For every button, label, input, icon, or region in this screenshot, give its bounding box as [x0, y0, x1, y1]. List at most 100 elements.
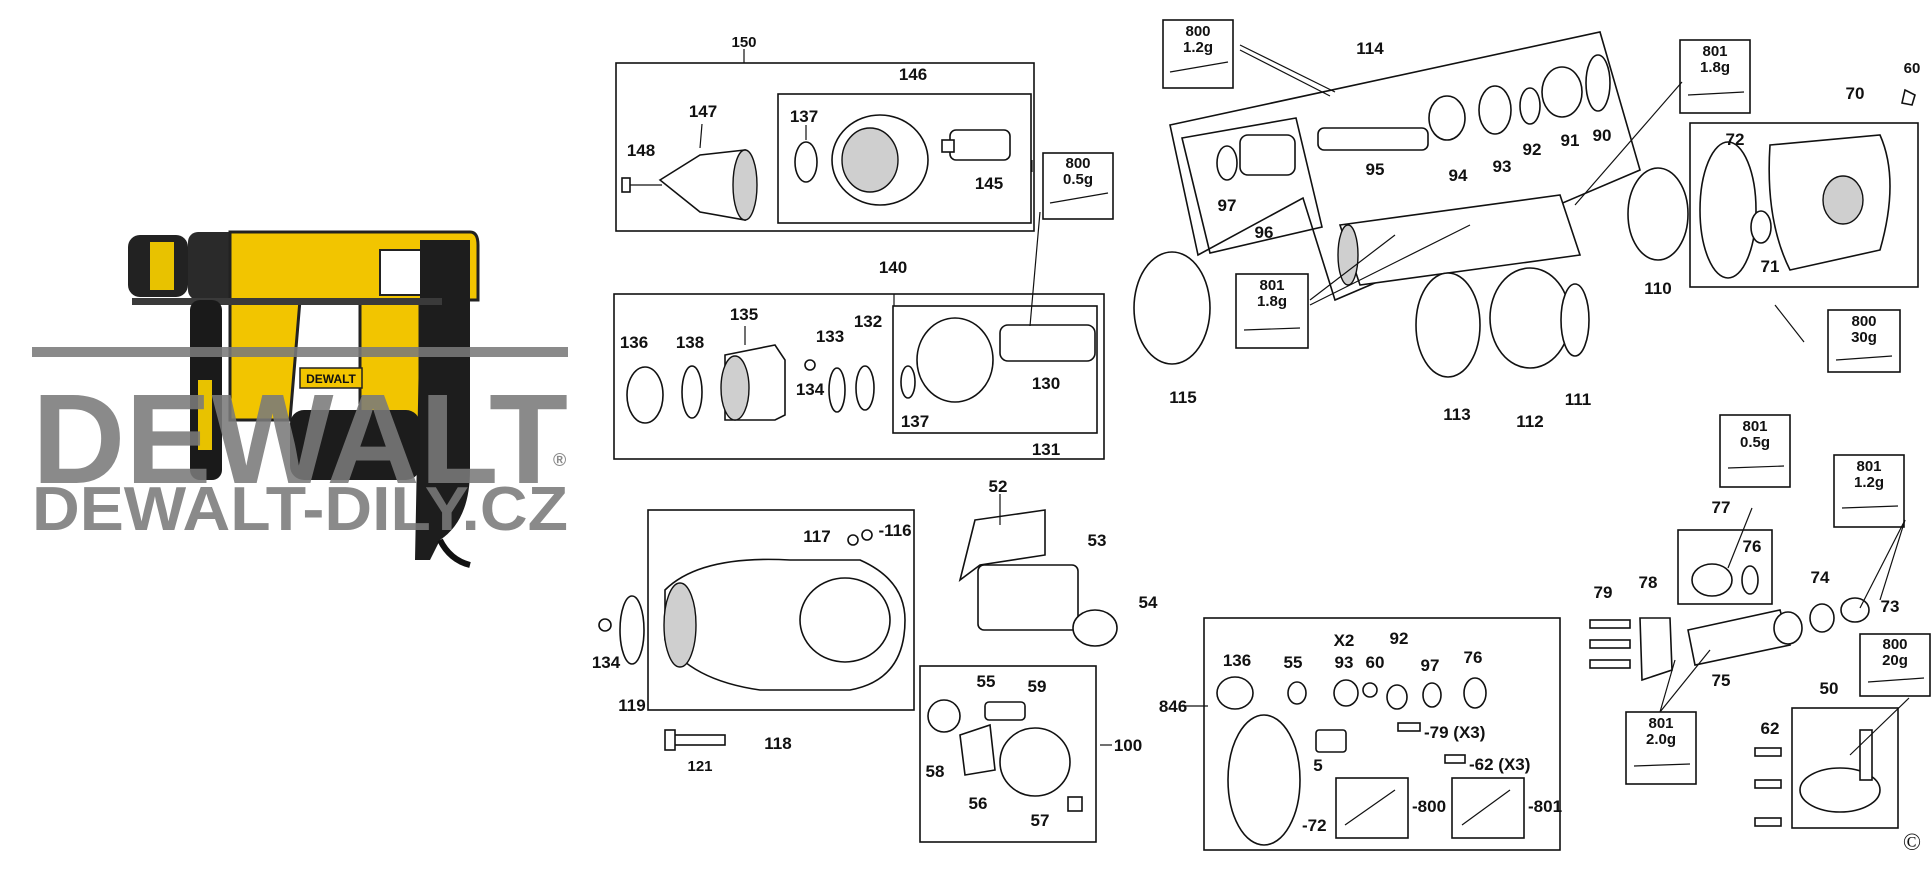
- part-5: [1315, 729, 1347, 753]
- part-label: 57: [1031, 811, 1050, 830]
- part-147-chuck-face: [732, 149, 758, 221]
- grease-tag: 801 1.2g: [1833, 454, 1905, 528]
- part-50-shaft: [1859, 729, 1873, 781]
- part-62-screw: [1444, 754, 1466, 764]
- part-147-chuck: [658, 149, 746, 221]
- watermark-brand: DEWALT: [32, 368, 568, 511]
- part-label: 97: [1421, 656, 1440, 675]
- grease-800-box: [1335, 777, 1409, 839]
- part-label: 79: [1594, 583, 1613, 602]
- part-72-gasket: [1699, 141, 1757, 279]
- grease-tags: 800 1.2g 800 0.5g 801 1.8g 801 1.8g 800 …: [1042, 19, 1931, 785]
- part-79-screw-c: [1589, 659, 1631, 669]
- part-label: 5: [1313, 756, 1322, 775]
- grease-tag: 800 30g: [1827, 309, 1901, 373]
- part-62-screw-b: [1754, 779, 1782, 789]
- part-148-screw: [621, 177, 631, 193]
- assembly-100-frame: [919, 665, 1097, 843]
- svg-text:1.8g: 1.8g: [1700, 59, 1730, 76]
- grease-tag: 800 20g: [1859, 633, 1931, 697]
- part-93: [1478, 85, 1512, 135]
- part-label: 115: [1169, 388, 1196, 407]
- part-136: [626, 366, 664, 424]
- assembly-50-frame: [1791, 707, 1899, 829]
- part-label: 131: [1032, 440, 1060, 459]
- assembly-114-frame: [1169, 31, 1641, 302]
- part-73: [1840, 597, 1870, 623]
- part-52-bracket: [958, 509, 1046, 582]
- part-label: 150: [731, 34, 756, 51]
- part-59-spring: [984, 701, 1026, 721]
- svg-text:1.2g: 1.2g: [1854, 474, 1884, 491]
- part-label: 76: [1743, 537, 1762, 556]
- part-label: 94: [1449, 166, 1468, 185]
- part-label: 58: [926, 762, 945, 781]
- svg-text:0.5g: 0.5g: [1740, 434, 1770, 451]
- assembly-70-frame: [1689, 122, 1919, 288]
- parts-52-54: [958, 509, 1118, 647]
- part-76: [1741, 565, 1759, 595]
- part-label: 93: [1335, 653, 1354, 672]
- part-label: 137: [790, 107, 818, 126]
- part-label: 148: [627, 141, 655, 160]
- part-72-o-ring: [1227, 714, 1301, 846]
- part-label: 77: [1712, 498, 1731, 517]
- part-label: 90: [1593, 126, 1612, 145]
- part-60-b: [1362, 682, 1378, 698]
- part-label: 92: [1390, 629, 1409, 648]
- assembly-131-frame: [892, 305, 1098, 434]
- svg-text:800: 800: [1185, 23, 1210, 40]
- assembly-100: [919, 665, 1097, 843]
- part-96-cylinder: [1239, 134, 1296, 176]
- part-label: 71: [1761, 257, 1780, 276]
- assembly-118-frame: [647, 509, 915, 711]
- part-label: 53: [1088, 531, 1107, 550]
- part-label: 55: [1284, 653, 1303, 672]
- part-54: [1072, 609, 1118, 647]
- part-label: 138: [676, 333, 704, 352]
- part-79-screw: [1397, 722, 1421, 732]
- part-label: 60: [1904, 60, 1921, 77]
- part-94: [1428, 95, 1466, 141]
- part-119-ring: [619, 595, 645, 665]
- part-label: 75: [1712, 671, 1731, 690]
- part-112-gear: [1489, 267, 1571, 369]
- part-label: 147: [689, 102, 717, 121]
- assembly-118: [598, 509, 915, 751]
- part-132-ring: [855, 365, 875, 411]
- part-label: X2: [1334, 631, 1355, 650]
- part-113-spring: [1415, 272, 1481, 378]
- svg-text:1.2g: 1.2g: [1183, 39, 1213, 56]
- part-75-piston-rod: [1687, 609, 1792, 666]
- assembly-846: [1203, 617, 1561, 851]
- assembly-140: [613, 293, 1105, 460]
- part-116-nut: [861, 529, 873, 541]
- part-label: 114: [1356, 39, 1384, 58]
- grease-tag: 800 0.5g: [1042, 152, 1114, 220]
- grease-tag: 801 2.0g: [1625, 711, 1697, 785]
- svg-text:1.8g: 1.8g: [1257, 293, 1287, 310]
- part-56-switch: [999, 727, 1071, 797]
- part-label: 136: [1223, 651, 1251, 670]
- part-number-labels: 150 146 147 148 137 145 140 136 138 135 …: [592, 34, 1921, 835]
- part-label: 97: [1218, 196, 1237, 215]
- part-label: 78: [1639, 573, 1658, 592]
- part-label: 137: [901, 412, 929, 431]
- assembly-150-frame: [615, 62, 1035, 232]
- part-label: 846: [1159, 697, 1187, 716]
- part-62-screw-a: [1754, 747, 1782, 757]
- part-label: -800: [1412, 797, 1446, 816]
- part-label: 112: [1516, 412, 1543, 431]
- part-53-brush-holder: [977, 564, 1079, 631]
- part-label: 100: [1114, 736, 1142, 755]
- assembly-146-frame: [777, 93, 1032, 224]
- part-111-ring: [1560, 283, 1590, 357]
- part-71-bearing: [1750, 210, 1772, 244]
- part-110-ring: [1627, 167, 1689, 261]
- svg-text:800: 800: [1065, 155, 1090, 172]
- part-label: 93: [1493, 157, 1512, 176]
- part-label: 140: [879, 258, 907, 277]
- part-label: 135: [730, 305, 758, 324]
- part-134-ball: [804, 359, 816, 371]
- part-label: 50: [1820, 679, 1839, 698]
